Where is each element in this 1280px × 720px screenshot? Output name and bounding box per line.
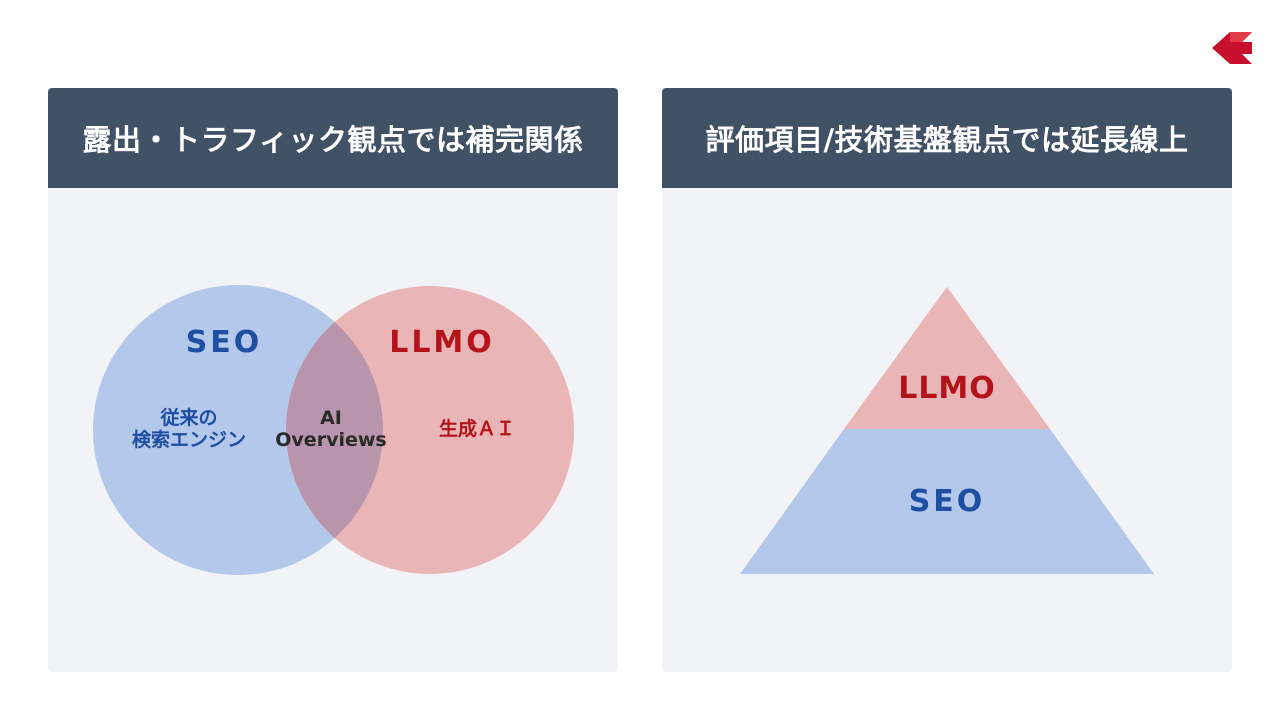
pyramid-seo-layer: [740, 429, 1154, 574]
extension-panel-title: 評価項目/技術基盤観点では延長線上: [662, 88, 1232, 188]
venn-overlap: [286, 286, 383, 574]
pyramid-llmo-label: LLMO: [898, 370, 996, 406]
pyramid-svg: [740, 287, 1154, 574]
pyramid-llmo-layer: [844, 287, 1050, 429]
venn-svg: [93, 285, 574, 575]
venn-seo-description: 従来の 検索エンジン: [131, 407, 247, 451]
venn-overlap-description: AI Overviews: [275, 407, 387, 451]
extension-panel: 評価項目/技術基盤観点では延長線上 LLMO SEO: [662, 88, 1232, 672]
complementary-panel: 露出・トラフィック観点では補完関係 SEO LLMO 従来の 検索エンジン AI…: [48, 88, 618, 672]
brand-logo-icon: [1212, 32, 1252, 64]
complementary-panel-title: 露出・トラフィック観点では補完関係: [48, 88, 618, 188]
venn-seo-label: SEO: [185, 324, 263, 360]
venn-diagram: SEO LLMO 従来の 検索エンジン AI Overviews 生成ＡＩ: [48, 188, 618, 672]
pyramid-diagram: LLMO SEO: [662, 188, 1232, 672]
venn-llmo-description: 生成ＡＩ: [438, 418, 516, 441]
pyramid-seo-label: SEO: [908, 483, 986, 519]
venn-llmo-label: LLMO: [389, 324, 495, 360]
